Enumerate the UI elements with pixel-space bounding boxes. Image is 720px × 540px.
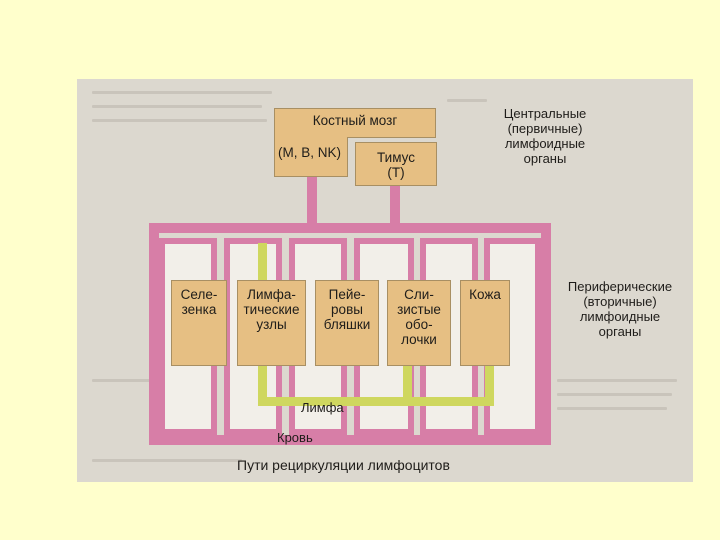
organ-spleen: Селе- зенка — [171, 280, 227, 366]
organ-label: ровы — [331, 302, 363, 317]
organ-label: Кожа — [469, 287, 501, 302]
peripheral-label-line: лимфоидные — [579, 309, 661, 324]
bone-marrow-box: Костный мозг — [274, 108, 436, 138]
thymus-subtitle: (T) — [387, 165, 405, 180]
organ-label: бляшки — [323, 317, 371, 332]
organ-skin: Кожа — [460, 280, 510, 366]
background-text-line — [92, 105, 262, 108]
organ-label: Сли- — [404, 287, 434, 302]
blood-label: Кровь — [277, 430, 313, 445]
lymph-path-horizontal — [258, 397, 494, 406]
background-text-line — [557, 379, 677, 382]
blood-connector-bone-marrow — [307, 177, 317, 225]
background-text-line — [92, 119, 267, 122]
bone-marrow-lower-box: (M, B, NK) — [274, 137, 348, 177]
background-text-line — [92, 459, 242, 462]
organ-label: Пейе- — [328, 287, 366, 302]
peripheral-label-line: Периферические — [567, 279, 673, 294]
thymus-title: Тимус — [377, 150, 415, 165]
background-text-line — [557, 393, 672, 396]
organ-label: Селе- — [180, 287, 218, 302]
central-label-line: лимфоидные — [504, 136, 586, 151]
organ-peyers-patches: Пейе- ровы бляшки — [315, 280, 379, 366]
bone-marrow-cells: (M, B, NK) — [278, 145, 341, 160]
organ-lymph-nodes: Лимфа- тические узлы — [237, 280, 306, 366]
lymph-path-vertical — [485, 365, 494, 405]
diagram-caption: Пути рециркуляции лимфоцитов — [237, 457, 450, 473]
organ-label: зистые — [397, 302, 441, 317]
central-label-line: Центральные — [503, 106, 587, 121]
background-text-line — [92, 379, 152, 382]
blood-connector-thymus — [390, 186, 400, 225]
organ-label: лочки — [401, 332, 437, 347]
peripheral-organs-label: Периферические (вторичные) лимфоидные ор… — [551, 279, 689, 339]
central-organs-label: Центральные (первичные) лимфоидные орган… — [485, 106, 605, 166]
organ-label: тические — [243, 302, 300, 317]
organ-label: зенка — [181, 302, 217, 317]
bone-marrow-title: Костный мозг — [312, 113, 398, 128]
diagram-photo: Костный мозг (M, B, NK) Тимус (T) Центра… — [77, 79, 693, 482]
lymph-label: Лимфа — [301, 400, 344, 415]
background-text-line — [447, 99, 487, 102]
organ-label: обо- — [405, 317, 433, 332]
lymph-path-vertical — [403, 365, 412, 405]
thymus-box: Тимус (T) — [355, 142, 437, 186]
central-label-line: органы — [523, 151, 567, 166]
organ-mucous-membranes: Сли- зистые обо- лочки — [387, 280, 451, 366]
organ-label: узлы — [256, 317, 287, 332]
peripheral-label-line: (вторичные) — [583, 294, 657, 309]
organ-label: Лимфа- — [247, 287, 296, 302]
background-text-line — [92, 91, 272, 94]
peripheral-label-line: органы — [598, 324, 642, 339]
background-text-line — [557, 407, 667, 410]
lymph-path-vertical — [258, 365, 267, 405]
blood-circulation-frame — [149, 223, 551, 445]
central-label-line: (первичные) — [507, 121, 583, 136]
